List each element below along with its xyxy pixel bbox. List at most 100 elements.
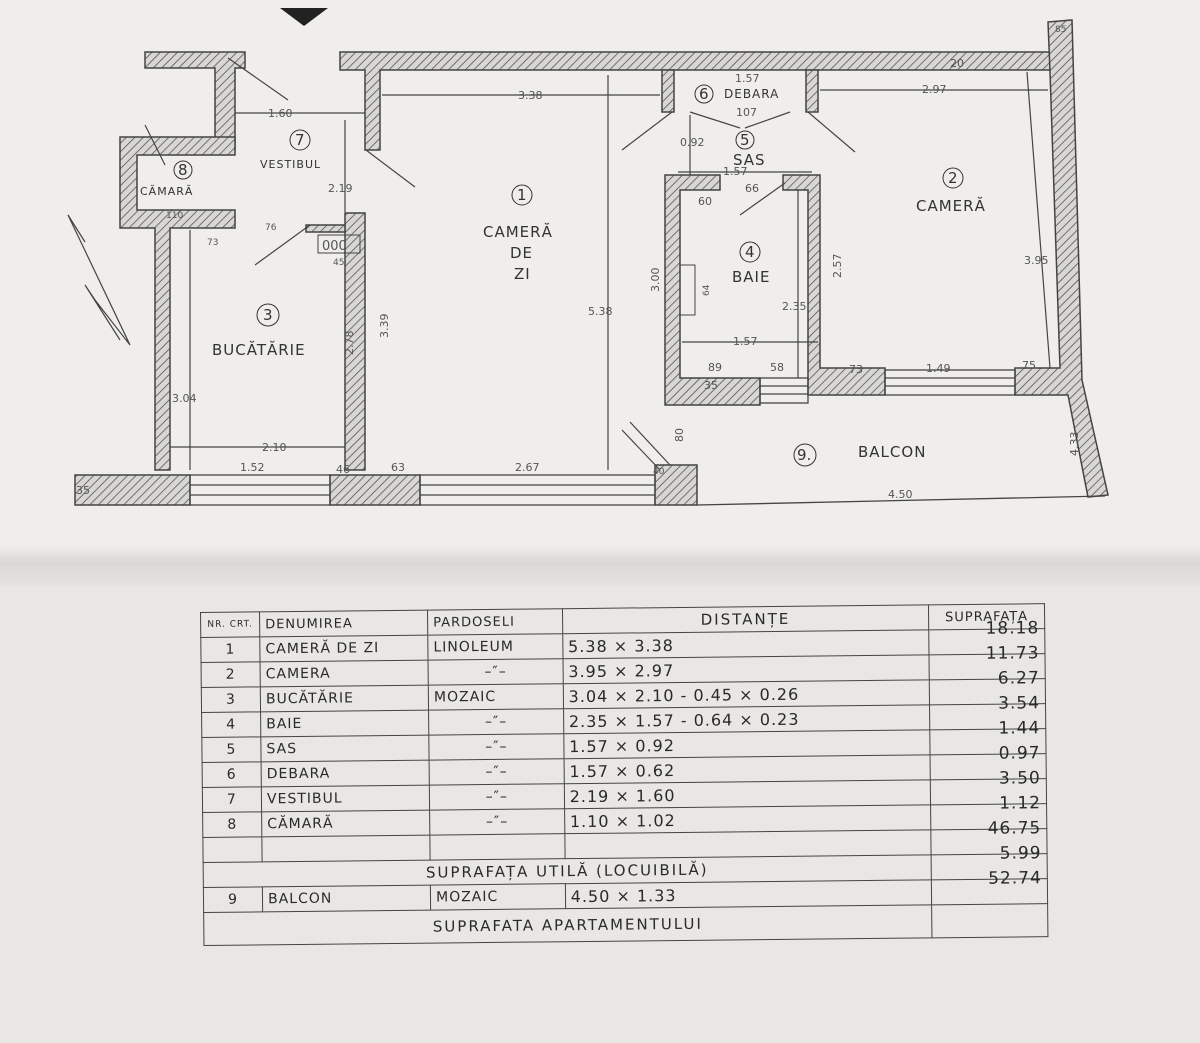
svg-text:2.78: 2.78 <box>343 331 356 356</box>
svg-text:89: 89 <box>708 361 722 374</box>
svg-text:7: 7 <box>295 131 305 149</box>
area-value: 3.54 <box>998 693 1041 714</box>
svg-text:9.: 9. <box>797 446 811 464</box>
svg-text:2.35: 2.35 <box>782 300 807 313</box>
room-8-name: CĂMARĂ <box>140 185 193 198</box>
windows <box>189 369 1106 506</box>
svg-text:4: 4 <box>745 243 755 261</box>
svg-text:5.38: 5.38 <box>588 305 613 318</box>
svg-text:1.57: 1.57 <box>735 72 760 85</box>
cell-name: DEBARA <box>261 760 430 787</box>
cell-dist: 5.38 × 3.38 <box>562 629 930 659</box>
area-value: 1.12 <box>999 793 1042 814</box>
cell-dist: 1.57 × 0.92 <box>563 729 931 759</box>
svg-text:73: 73 <box>849 363 863 376</box>
cell-name: BAIE <box>260 710 429 737</box>
cell-floor: –″– <box>429 808 565 836</box>
room-5-name: SAS <box>733 151 766 169</box>
util-area-value: 46.75 <box>987 818 1042 839</box>
svg-text:2.10: 2.10 <box>262 441 287 454</box>
svg-text:46: 46 <box>336 463 350 476</box>
area-value: 11.73 <box>985 643 1040 664</box>
areas-table: NR. CRT. DENUMIREA PARDOSELI DISTANȚE SU… <box>200 603 1048 946</box>
svg-text:107: 107 <box>736 106 757 119</box>
svg-text:80: 80 <box>673 428 686 442</box>
cell-dist: 1.57 × 0.62 <box>563 754 931 784</box>
cell-name: CAMERA <box>260 660 429 687</box>
table-sheet <box>0 585 1200 1043</box>
cell-dist: 3.04 × 2.10 - 0.45 × 0.26 <box>562 679 930 709</box>
area-value: 18.18 <box>985 618 1040 639</box>
cell-floor: LINOLEUM <box>427 633 563 661</box>
svg-text:0.92: 0.92 <box>680 136 705 149</box>
cell-nr: 2 <box>201 661 261 688</box>
cell-name: CAMERĂ DE ZI <box>259 635 429 662</box>
cell-nr: 5 <box>201 736 262 763</box>
room-6-name: DEBARA <box>724 87 779 101</box>
svg-text:110: 110 <box>166 211 183 221</box>
room-2-name: CAMERĂ <box>916 196 986 215</box>
svg-text:58: 58 <box>770 361 784 374</box>
total-label: SUPRAFATA APARTAMENTULUI <box>203 904 933 946</box>
svg-text:3.95: 3.95 <box>1024 254 1049 267</box>
room-4-name: BAIE <box>732 268 770 286</box>
svg-text:76: 76 <box>265 223 277 233</box>
svg-text:3.04: 3.04 <box>172 392 197 405</box>
cell-dist: 3.95 × 2.97 <box>562 654 930 684</box>
cell-dist: 1.10 × 1.02 <box>564 804 931 834</box>
bath-radiator-symbol <box>679 264 696 316</box>
cell-nr: 1 <box>200 636 261 663</box>
svg-text:8: 8 <box>178 161 188 179</box>
cell-dist: 2.35 × 1.57 - 0.64 × 0.23 <box>563 704 930 734</box>
svg-text:63: 63 <box>391 461 405 474</box>
area-value: 3.50 <box>998 768 1041 789</box>
cell-name: BUCĂTĂRIE <box>260 685 429 712</box>
cell-nr: 8 <box>202 811 262 838</box>
cell-nr: 4 <box>201 711 261 738</box>
cell-floor: –″– <box>429 783 565 811</box>
svg-text:3.00: 3.00 <box>649 268 662 293</box>
cell-floor: –″– <box>428 658 563 686</box>
svg-text:2.97: 2.97 <box>922 83 947 96</box>
svg-text:1.60: 1.60 <box>268 107 293 120</box>
svg-text:35: 35 <box>704 379 718 392</box>
svg-text:35: 35 <box>76 484 90 497</box>
area-value: 1.44 <box>998 718 1041 739</box>
area-value: 0.97 <box>998 743 1041 764</box>
svg-text:4.50: 4.50 <box>888 488 913 501</box>
page-fold <box>0 545 1200 585</box>
svg-text:1: 1 <box>517 186 527 204</box>
cell-dist: 2.19 × 1.60 <box>564 779 931 809</box>
area-value: 6.27 <box>997 668 1040 689</box>
svg-text:1.57: 1.57 <box>723 165 748 178</box>
svg-text:ZI: ZI <box>514 265 531 283</box>
svg-text:66: 66 <box>745 182 759 195</box>
dimension-labels: 3.38 1.60 2.19 5.38 2.10 1.52 2.67 3.04 … <box>76 25 1081 501</box>
svg-text:85: 85 <box>1055 25 1066 35</box>
svg-text:2.19: 2.19 <box>328 182 353 195</box>
dimension-lines <box>67 57 1051 471</box>
svg-text:3: 3 <box>263 306 273 324</box>
svg-text:40: 40 <box>653 467 665 477</box>
plan-sheet <box>0 0 1200 545</box>
walls <box>74 19 1109 506</box>
cell-name: VESTIBUL <box>261 785 430 812</box>
svg-text:75: 75 <box>1022 359 1036 372</box>
cell-nr: 3 <box>201 686 261 713</box>
svg-text:2.57: 2.57 <box>831 254 844 279</box>
areas-table-wrapper: NR. CRT. DENUMIREA PARDOSELI DISTANȚE SU… <box>200 603 1048 946</box>
cell-nr: 7 <box>202 786 262 813</box>
entrance-marker-icon <box>280 8 328 26</box>
svg-text:2: 2 <box>948 169 958 187</box>
svg-text:1.52: 1.52 <box>240 461 265 474</box>
cell-name: SAS <box>260 735 430 762</box>
svg-text:6: 6 <box>699 85 709 103</box>
svg-text:60: 60 <box>698 195 712 208</box>
cell-floor: MOZAIC <box>428 683 564 711</box>
cell-floor: –″– <box>429 758 565 786</box>
cell-name: CĂMARĂ <box>261 810 430 837</box>
stove-label: 000 <box>322 239 347 254</box>
balcon-area-value: 5.99 <box>999 843 1042 864</box>
total-area-value: 52.74 <box>988 868 1042 889</box>
svg-text:45: 45 <box>333 258 344 268</box>
